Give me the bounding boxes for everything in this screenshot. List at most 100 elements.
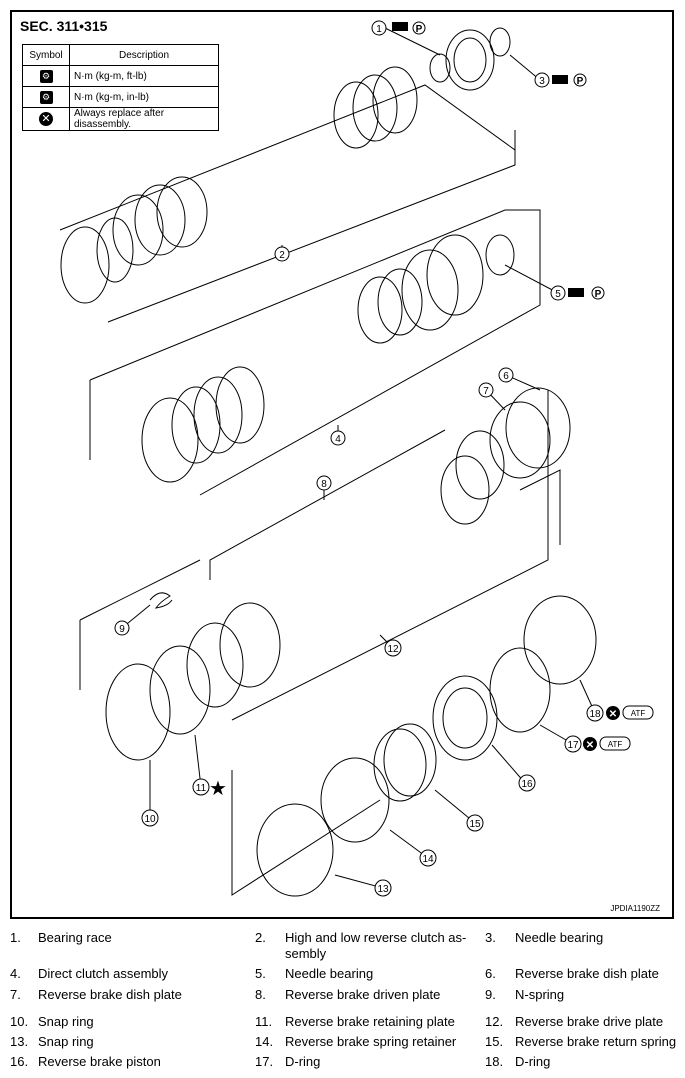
replace-x-icon <box>583 737 597 751</box>
dish-plate-part <box>505 387 571 469</box>
snap-ring-part <box>60 226 110 304</box>
symbol-row: ⚙ N·m (kg-m, ft-lb) <box>22 65 219 87</box>
wrench-torque-small-icon: ⚙ <box>39 90 53 104</box>
symbol-description: Always replace after disassembly. <box>69 107 219 131</box>
svg-text:18: 18 <box>589 709 601 720</box>
svg-text:13: 13 <box>377 884 389 895</box>
spring-retainer-part <box>320 757 390 843</box>
brake-piston-part <box>432 675 498 761</box>
clutch-plate-part <box>333 81 379 149</box>
section-label: SEC. 311•315 <box>20 18 108 34</box>
snap-ring-part <box>105 663 171 761</box>
callout-1: 1 <box>371 20 387 36</box>
svg-text:5: 5 <box>555 289 561 300</box>
assembly-frame-line <box>209 429 446 580</box>
callout-3: 3 <box>534 72 550 88</box>
snap-ring-part <box>256 803 334 897</box>
return-spring-part <box>373 728 427 802</box>
symbol-row: ⚙ N·m (kg-m, in-lb) <box>22 86 219 108</box>
clutch-plate-part <box>156 176 208 248</box>
svg-text:14: 14 <box>422 854 434 865</box>
clutch-plate-part <box>171 386 221 464</box>
atf-badge <box>599 736 631 751</box>
svg-text:3: 3 <box>539 76 545 87</box>
bearing-race-part <box>429 53 451 83</box>
callout-9: 9 <box>114 620 130 636</box>
callout-8: 8 <box>316 475 332 491</box>
callout-15: 15 <box>466 814 484 832</box>
assembly-frame-line <box>519 469 561 545</box>
svg-text:10: 10 <box>144 814 156 825</box>
svg-text:9: 9 <box>119 624 125 635</box>
d-ring-part <box>489 647 551 733</box>
callout-2: 2 <box>274 246 290 262</box>
symbol-row: ✕ Always replace after disassembly. <box>22 107 219 131</box>
replace-x-icon: ✕ <box>39 112 53 126</box>
driven-plate-part <box>440 455 490 525</box>
clutch-plate-part <box>377 268 423 336</box>
torque-wrench-icon <box>552 75 568 84</box>
callout-7: 7 <box>478 382 494 398</box>
exploded-parts-diagram: 1 2 3 4 5 6 7 8 9 10 11 12 13 14 15 16 1… <box>59 20 654 897</box>
clutch-plate-part <box>134 184 186 256</box>
svg-text:8: 8 <box>321 479 327 490</box>
svg-text:15: 15 <box>469 819 481 830</box>
marker-p: P <box>416 24 423 35</box>
wrench-torque-icon: ⚙ <box>39 69 53 83</box>
petroleum-jelly-icon <box>412 21 426 35</box>
callout-18: 18 <box>586 704 604 722</box>
clutch-plate-part <box>96 217 134 283</box>
svg-text:12: 12 <box>387 644 399 655</box>
figure-code: JPDIA1190ZZ <box>610 904 660 913</box>
needle-bearing-part <box>489 27 511 57</box>
needle-bearing-part <box>485 234 515 276</box>
callout-11: 11 <box>192 778 210 796</box>
svg-text:1: 1 <box>376 24 382 35</box>
symbol-table-header: Symbol Description <box>22 44 219 66</box>
svg-text:6: 6 <box>503 371 509 382</box>
clutch-drum-part <box>445 29 495 91</box>
drive-plate-part <box>219 602 281 688</box>
drive-plate-part <box>186 622 244 708</box>
marker-p: P <box>595 289 602 300</box>
marker-p: P <box>577 76 584 87</box>
clutch-plate-part <box>352 74 398 142</box>
brake-piston-inner <box>442 687 488 749</box>
marker-atf: ATF <box>631 709 646 718</box>
svg-text:4: 4 <box>335 434 341 445</box>
atf-badge <box>622 705 654 720</box>
clutch-plate-part <box>112 194 164 266</box>
callout-17: 17 <box>564 735 582 753</box>
replace-x-icon <box>606 706 620 720</box>
assembly-frame-line <box>107 130 516 323</box>
callout-6: 6 <box>498 367 514 383</box>
callout-4: 4 <box>330 430 346 446</box>
d-ring-part <box>523 595 597 685</box>
assembly-frame-line <box>89 209 541 496</box>
petroleum-jelly-icon <box>591 286 605 300</box>
svg-text:✕: ✕ <box>586 740 594 751</box>
return-spring-part <box>383 723 437 797</box>
clutch-plate-part <box>357 276 403 344</box>
direct-clutch-drum <box>426 234 484 316</box>
torque-wrench-icon <box>392 22 408 31</box>
callout-5: 5 <box>550 285 566 301</box>
callout-16: 16 <box>518 774 536 792</box>
assembly-frame-line <box>79 559 201 621</box>
assembly-frame-line <box>231 770 381 896</box>
callout-12: 12 <box>384 639 402 657</box>
callout-14: 14 <box>419 849 437 867</box>
driven-plate-part <box>455 430 505 500</box>
star-marker-icon: ★ <box>209 778 227 800</box>
svg-text:11: 11 <box>196 783 207 794</box>
svg-text:7: 7 <box>483 386 489 397</box>
n-spring-part <box>149 592 173 609</box>
assembly-frame-line <box>231 390 549 721</box>
petroleum-jelly-icon <box>573 73 587 87</box>
diagram-frame: SEC. 311•315 Symbol Description ⚙ N·m (k… <box>10 10 674 919</box>
marker-atf: ATF <box>608 740 623 749</box>
callout-13: 13 <box>374 879 392 897</box>
svg-text:16: 16 <box>521 779 533 790</box>
snap-ring-part <box>141 397 199 483</box>
clutch-drum-inner <box>453 37 487 83</box>
